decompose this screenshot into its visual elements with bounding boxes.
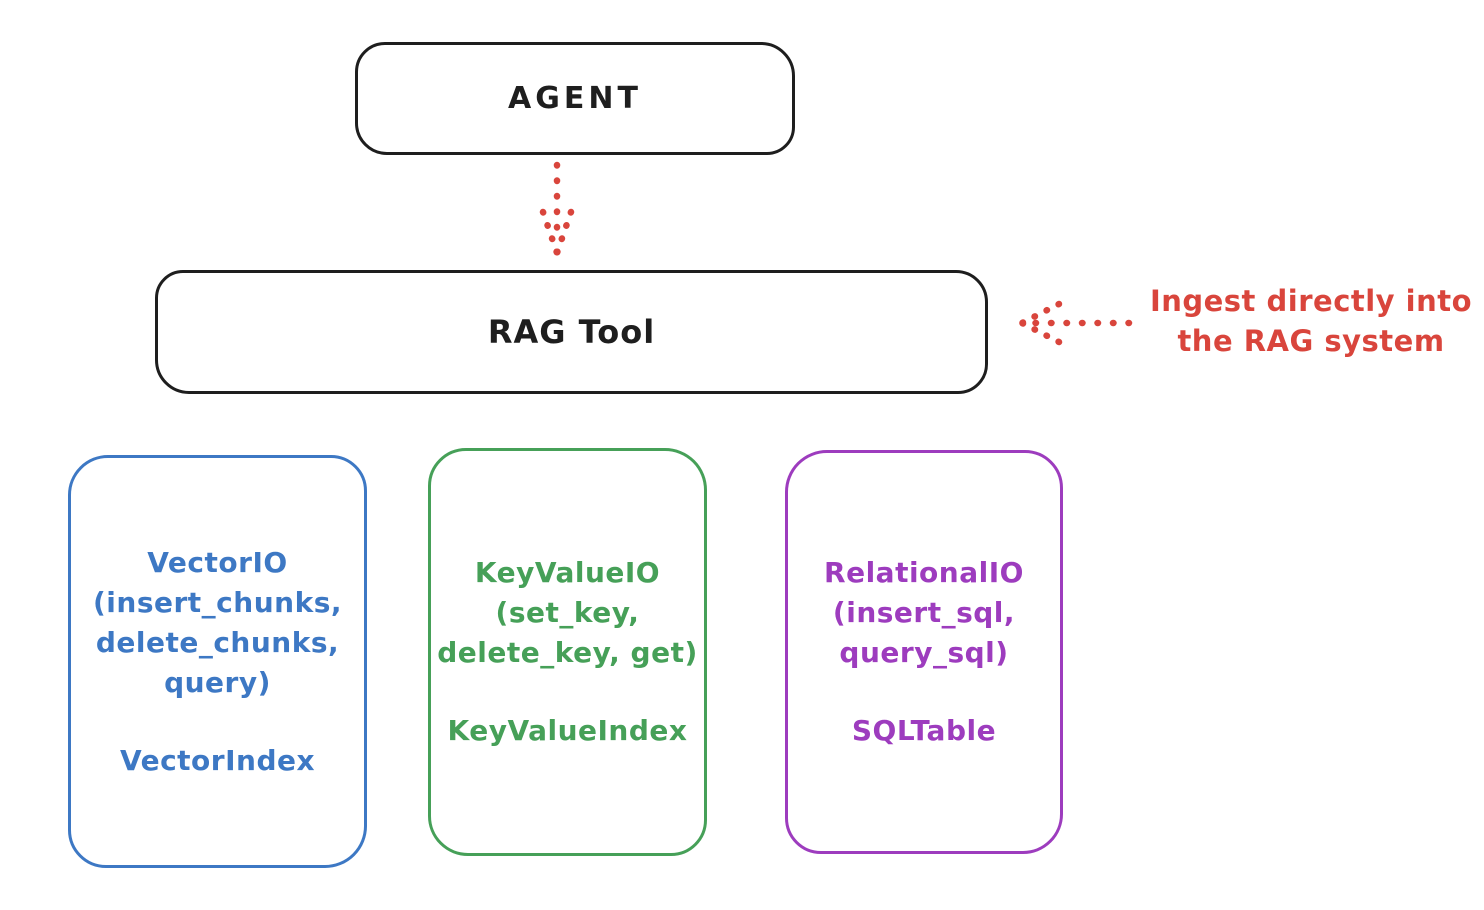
relational-io-methods-line: (insert_sql, <box>832 596 1016 629</box>
relational-io-methods-line: query_sql) <box>839 636 1009 669</box>
sql-table-label: SQLTable <box>851 714 997 747</box>
agent-label: AGENT <box>508 81 642 116</box>
ingest-annotation-line1: Ingest directly into <box>1149 284 1473 318</box>
vector-io-text: VectorIO (insert_chunks, delete_chunks, … <box>93 543 342 781</box>
ingest-annotation-line2: the RAG system <box>1177 324 1445 358</box>
vector-io-methods-line: (insert_chunks, <box>93 585 342 619</box>
key-value-io-title: KeyValueIO <box>474 556 661 589</box>
vector-io-title: VectorIO <box>147 545 288 579</box>
rag-tool-label: RAG Tool <box>487 313 656 351</box>
key-value-index-label: KeyValueIndex <box>447 714 688 747</box>
vector-index-label: VectorIndex <box>119 743 316 777</box>
key-value-io-text: KeyValueIO (set_key, delete_key, get) Ke… <box>437 553 698 751</box>
relational-io-box: RelationalIO (insert_sql, query_sql) SQL… <box>785 450 1063 854</box>
key-value-io-methods-line: delete_key, get) <box>437 636 698 669</box>
rag-tool-box: RAG Tool <box>155 270 988 394</box>
spacer <box>824 673 1024 711</box>
ingest-annotation: Ingest directly into the RAG system <box>1141 281 1481 361</box>
key-value-io-box: KeyValueIO (set_key, delete_key, get) Ke… <box>428 448 707 856</box>
agent-box: AGENT <box>355 42 795 155</box>
spacer <box>93 703 342 741</box>
key-value-io-methods-line: (set_key, <box>495 596 640 629</box>
dotted-arrow-down-icon <box>539 161 575 257</box>
vector-io-box: VectorIO (insert_chunks, delete_chunks, … <box>68 455 367 868</box>
spacer <box>437 673 698 711</box>
dotted-arrow-left-icon <box>1018 300 1133 346</box>
vector-io-methods-line: delete_chunks, <box>95 625 340 659</box>
vector-io-methods-line: query) <box>164 665 271 699</box>
relational-io-title: RelationalIO <box>824 556 1024 589</box>
relational-io-text: RelationalIO (insert_sql, query_sql) SQL… <box>824 553 1024 751</box>
